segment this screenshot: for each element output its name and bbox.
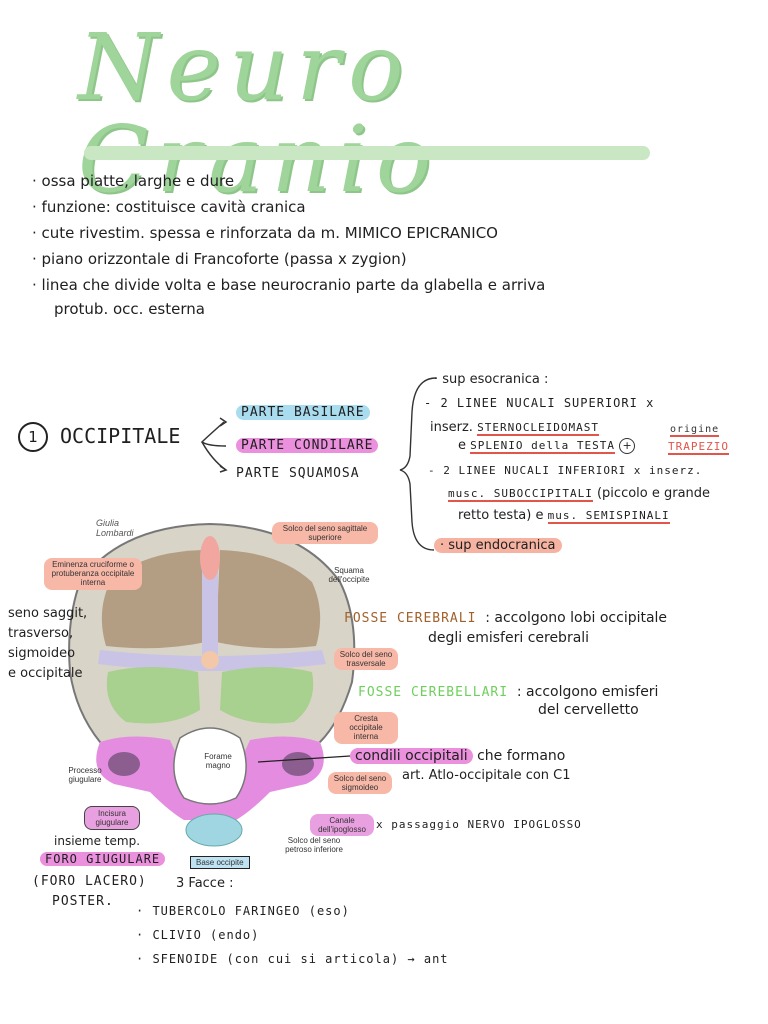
label-solco-petroso: Solco del seno petroso inferiore xyxy=(285,836,343,855)
label-solco-sagittale: Solco del seno sagittale superiore xyxy=(272,522,378,545)
right-cerebellar-fossa xyxy=(220,667,314,724)
intro-line-1: · ossa piatte, larghe e dure xyxy=(32,172,235,190)
intro-line-3: · cute rivestim. spessa e rinforzata da … xyxy=(32,224,498,242)
foro-insieme: insieme temp. xyxy=(54,834,141,848)
foramen-magnum xyxy=(173,727,247,805)
condili-text-2: art. Atlo-occipitale con C1 xyxy=(402,768,571,783)
foro-giugulare: FORO GIUGULARE xyxy=(40,852,166,866)
foro-lacero: (FORO LACERO) xyxy=(32,874,147,889)
branch-arrows xyxy=(200,417,228,473)
intro-line-4: · piano orizzontale di Francoforte (pass… xyxy=(32,250,407,268)
label-cresta: Cresta occipitale interna xyxy=(334,712,398,744)
linee-nucali-sup: - 2 LINEE NUCALI SUPERIORI x xyxy=(424,396,655,410)
musc-suboccipitali: musc. SUBOCCIPITALI xyxy=(448,487,593,502)
origine-label: origine xyxy=(670,424,720,437)
facce-item-2: · CLIVIO (endo) xyxy=(136,928,260,942)
canale-ipoglosso-note: x passaggio NERVO IPOGLOSSO xyxy=(376,818,582,831)
brace xyxy=(399,377,437,551)
foro-poster: POSTER. xyxy=(52,894,114,909)
right-cerebral-fossa xyxy=(216,550,321,649)
e-label: e xyxy=(458,438,466,453)
title-underline xyxy=(84,146,650,160)
retto-testa: retto testa) xyxy=(458,508,532,523)
fosse-cerebrali-text-1: : accolgono lobi occipitale xyxy=(485,610,668,626)
occipital-bone-diagram xyxy=(68,522,356,847)
fosse-cerebellari-label: FOSSE CEREBELLARI xyxy=(358,685,509,700)
left-cerebellar-fossa xyxy=(106,667,200,724)
label-forame: Forame magno xyxy=(204,752,232,771)
linee-nucali-inf: - 2 LINEE NUCALI INFERIORI x inserz. xyxy=(428,464,703,477)
label-incisura: Incisura giugulare xyxy=(84,806,140,831)
mus-semispinali: mus. SEMISPINALI xyxy=(547,509,670,524)
section-title: OCCIPITALE xyxy=(60,424,181,448)
condylar-region xyxy=(96,736,324,820)
intro-line-2: · funzione: costituisce cavità cranica xyxy=(32,198,306,216)
label-solco-sigmoideo: Solco del seno sigmoideo xyxy=(328,772,392,795)
label-eminenza: Eminenza cruciforme o protuberanza occip… xyxy=(44,558,142,590)
seni-line-4: e occipitale xyxy=(8,666,83,681)
piccolo-grande: (piccolo e grande xyxy=(596,486,711,501)
facce-heading: 3 Facce : xyxy=(176,876,234,891)
intro-line-6: protub. occ. esterna xyxy=(54,300,205,318)
label-canale-ipoglosso: Canale dell'ipoglosso xyxy=(310,814,374,837)
trapezio-label: TRAPEZIO xyxy=(668,440,729,455)
splenio: SPLENIO della TESTA xyxy=(470,439,615,454)
intro-line-5: · linea che divide volta e base neurocra… xyxy=(32,276,546,294)
e-label-2: e xyxy=(535,508,544,523)
parte-basilare: PARTE BASILARE xyxy=(236,405,370,420)
facce-item-3: · SFENOIDE (con cui si articola) → ant xyxy=(136,952,449,966)
sup-esocranica: · sup esocranica : xyxy=(434,372,549,387)
parte-squamosa: PARTE SQUAMOSA xyxy=(236,466,360,481)
plus-circle-icon: + xyxy=(619,438,636,454)
signature-line-2: Lombardi xyxy=(96,528,134,539)
label-base-occipite: Base occipite xyxy=(190,856,250,870)
label-squama: Squama dell'occipite xyxy=(328,566,370,585)
sternocleidomast: STERNOCLEIDOMAST xyxy=(477,421,600,436)
section-number-circle: 1 xyxy=(18,422,48,452)
fosse-cerebellari-text-1: : accolgono emisferi xyxy=(516,684,659,700)
fosse-cerebellari-text-2: del cervelletto xyxy=(538,702,639,718)
facce-item-1: · TUBERCOLO FARINGEO (eso) xyxy=(136,904,350,918)
basilar-part xyxy=(185,813,243,847)
condili-text-1: che formano xyxy=(477,748,566,764)
label-solco-trasversale: Solco del seno trasversale xyxy=(334,648,398,671)
fosse-cerebrali-text-2: degli emisferi cerebrali xyxy=(428,630,590,646)
seni-line-1: seno saggit, xyxy=(8,606,88,621)
seni-line-3: sigmoideo xyxy=(8,646,76,661)
signature-line-1: Giulia xyxy=(96,518,120,528)
label-processo: Processo giugulare xyxy=(68,766,102,785)
fosse-cerebrali-label: FOSSE CEREBRALI xyxy=(344,611,477,626)
seni-line-2: trasverso, xyxy=(8,626,74,641)
parte-condilare: PARTE CONDILARE xyxy=(236,438,379,453)
sup-endocranica: · sup endocranica xyxy=(434,538,562,553)
inserz-label: inserz. xyxy=(430,420,473,435)
condili-label: condili occipitali xyxy=(350,748,473,764)
